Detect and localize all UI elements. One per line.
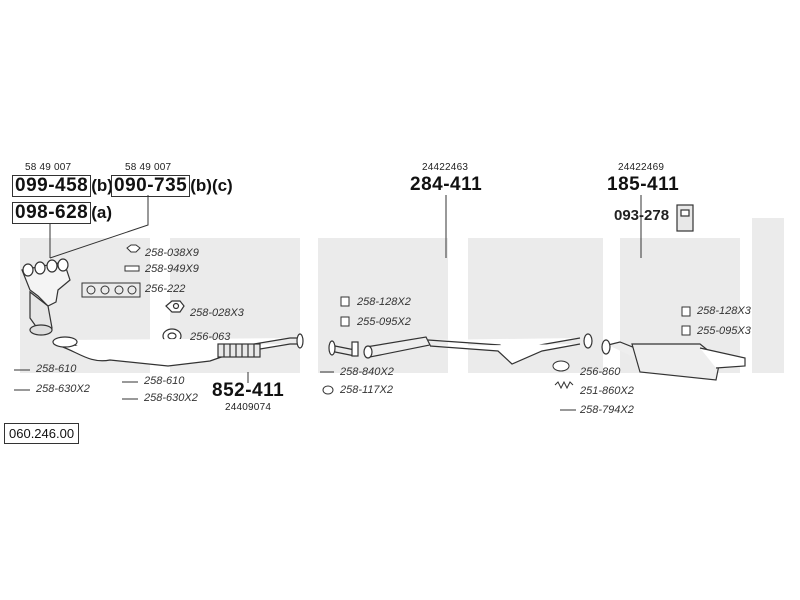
rubber-mount-icon [322,296,691,395]
gasket-icon [81,282,141,298]
spring-icon [554,380,574,390]
front-pipe-icon [52,333,304,367]
part-number-090-735: 090-735(b)(c) [111,175,233,197]
oe-ref-center-pipe: 24422463 [422,162,469,173]
fitting-label: 258-610 [36,363,77,375]
bolt-icon [124,265,140,272]
silencer-icon [601,339,746,381]
catalytic-manifold-icon [21,258,71,336]
fitting-label: 258-949X9 [145,263,199,275]
fitting-label: 258-840X2 [340,366,394,378]
fitting-label: 256-222 [145,283,186,295]
part-suffix: (a) [91,203,113,222]
oe-ref-manifold-1: 58 49 007 [25,162,72,173]
part-number-099-458: 099-458(b) [12,175,113,197]
part-number-label: 099-458 [12,175,92,197]
part-suffix: (b) [91,176,113,195]
fitting-label: 258-117X2 [340,384,394,396]
fitting-label: 258-128X3 [697,305,751,317]
fitting-label: 258-630X2 [144,392,198,404]
fitting-label: 258-794X2 [580,404,634,416]
part-number-185-411: 185-411 [607,174,680,195]
center-pipe-icon [328,333,593,365]
part-number-label: 090-735 [111,175,191,197]
fitting-label: 258-128X2 [357,296,411,308]
fitting-label: 258-630X2 [36,383,90,395]
leader-lines [49,195,642,383]
oe-ref-manifold-2: 58 49 007 [125,162,172,173]
oe-ref-front-pipe: 24409074 [225,402,272,413]
model-code-box: 060.246.00 [4,423,80,444]
part-suffix: (b)(c) [190,176,233,195]
oe-ref-rear-silencer: 24422469 [618,162,665,173]
part-number-284-411: 284-411 [410,174,483,195]
fitting-label: 255-095X3 [697,325,751,337]
nut-icon [126,244,141,253]
part-number-093-278: 093-278 [614,207,670,224]
bolt-icon [14,369,576,411]
fitting-label: 256-860 [580,366,621,378]
fitting-label: 251-860X2 [580,385,634,397]
part-number-098-628: 098-628(a) [12,202,112,224]
fitting-label: 258-028X3 [190,307,244,319]
part-number-852-411: 852-411 [212,380,285,401]
hanger-bracket-icon [676,204,694,232]
clamp-icon [165,300,185,313]
fitting-label: 255-095X2 [357,316,411,328]
fitting-label: 258-038X9 [145,247,199,259]
part-number-label: 098-628 [12,202,92,224]
fitting-label: 258-610 [144,375,185,387]
fitting-label: 256-063 [190,331,231,343]
